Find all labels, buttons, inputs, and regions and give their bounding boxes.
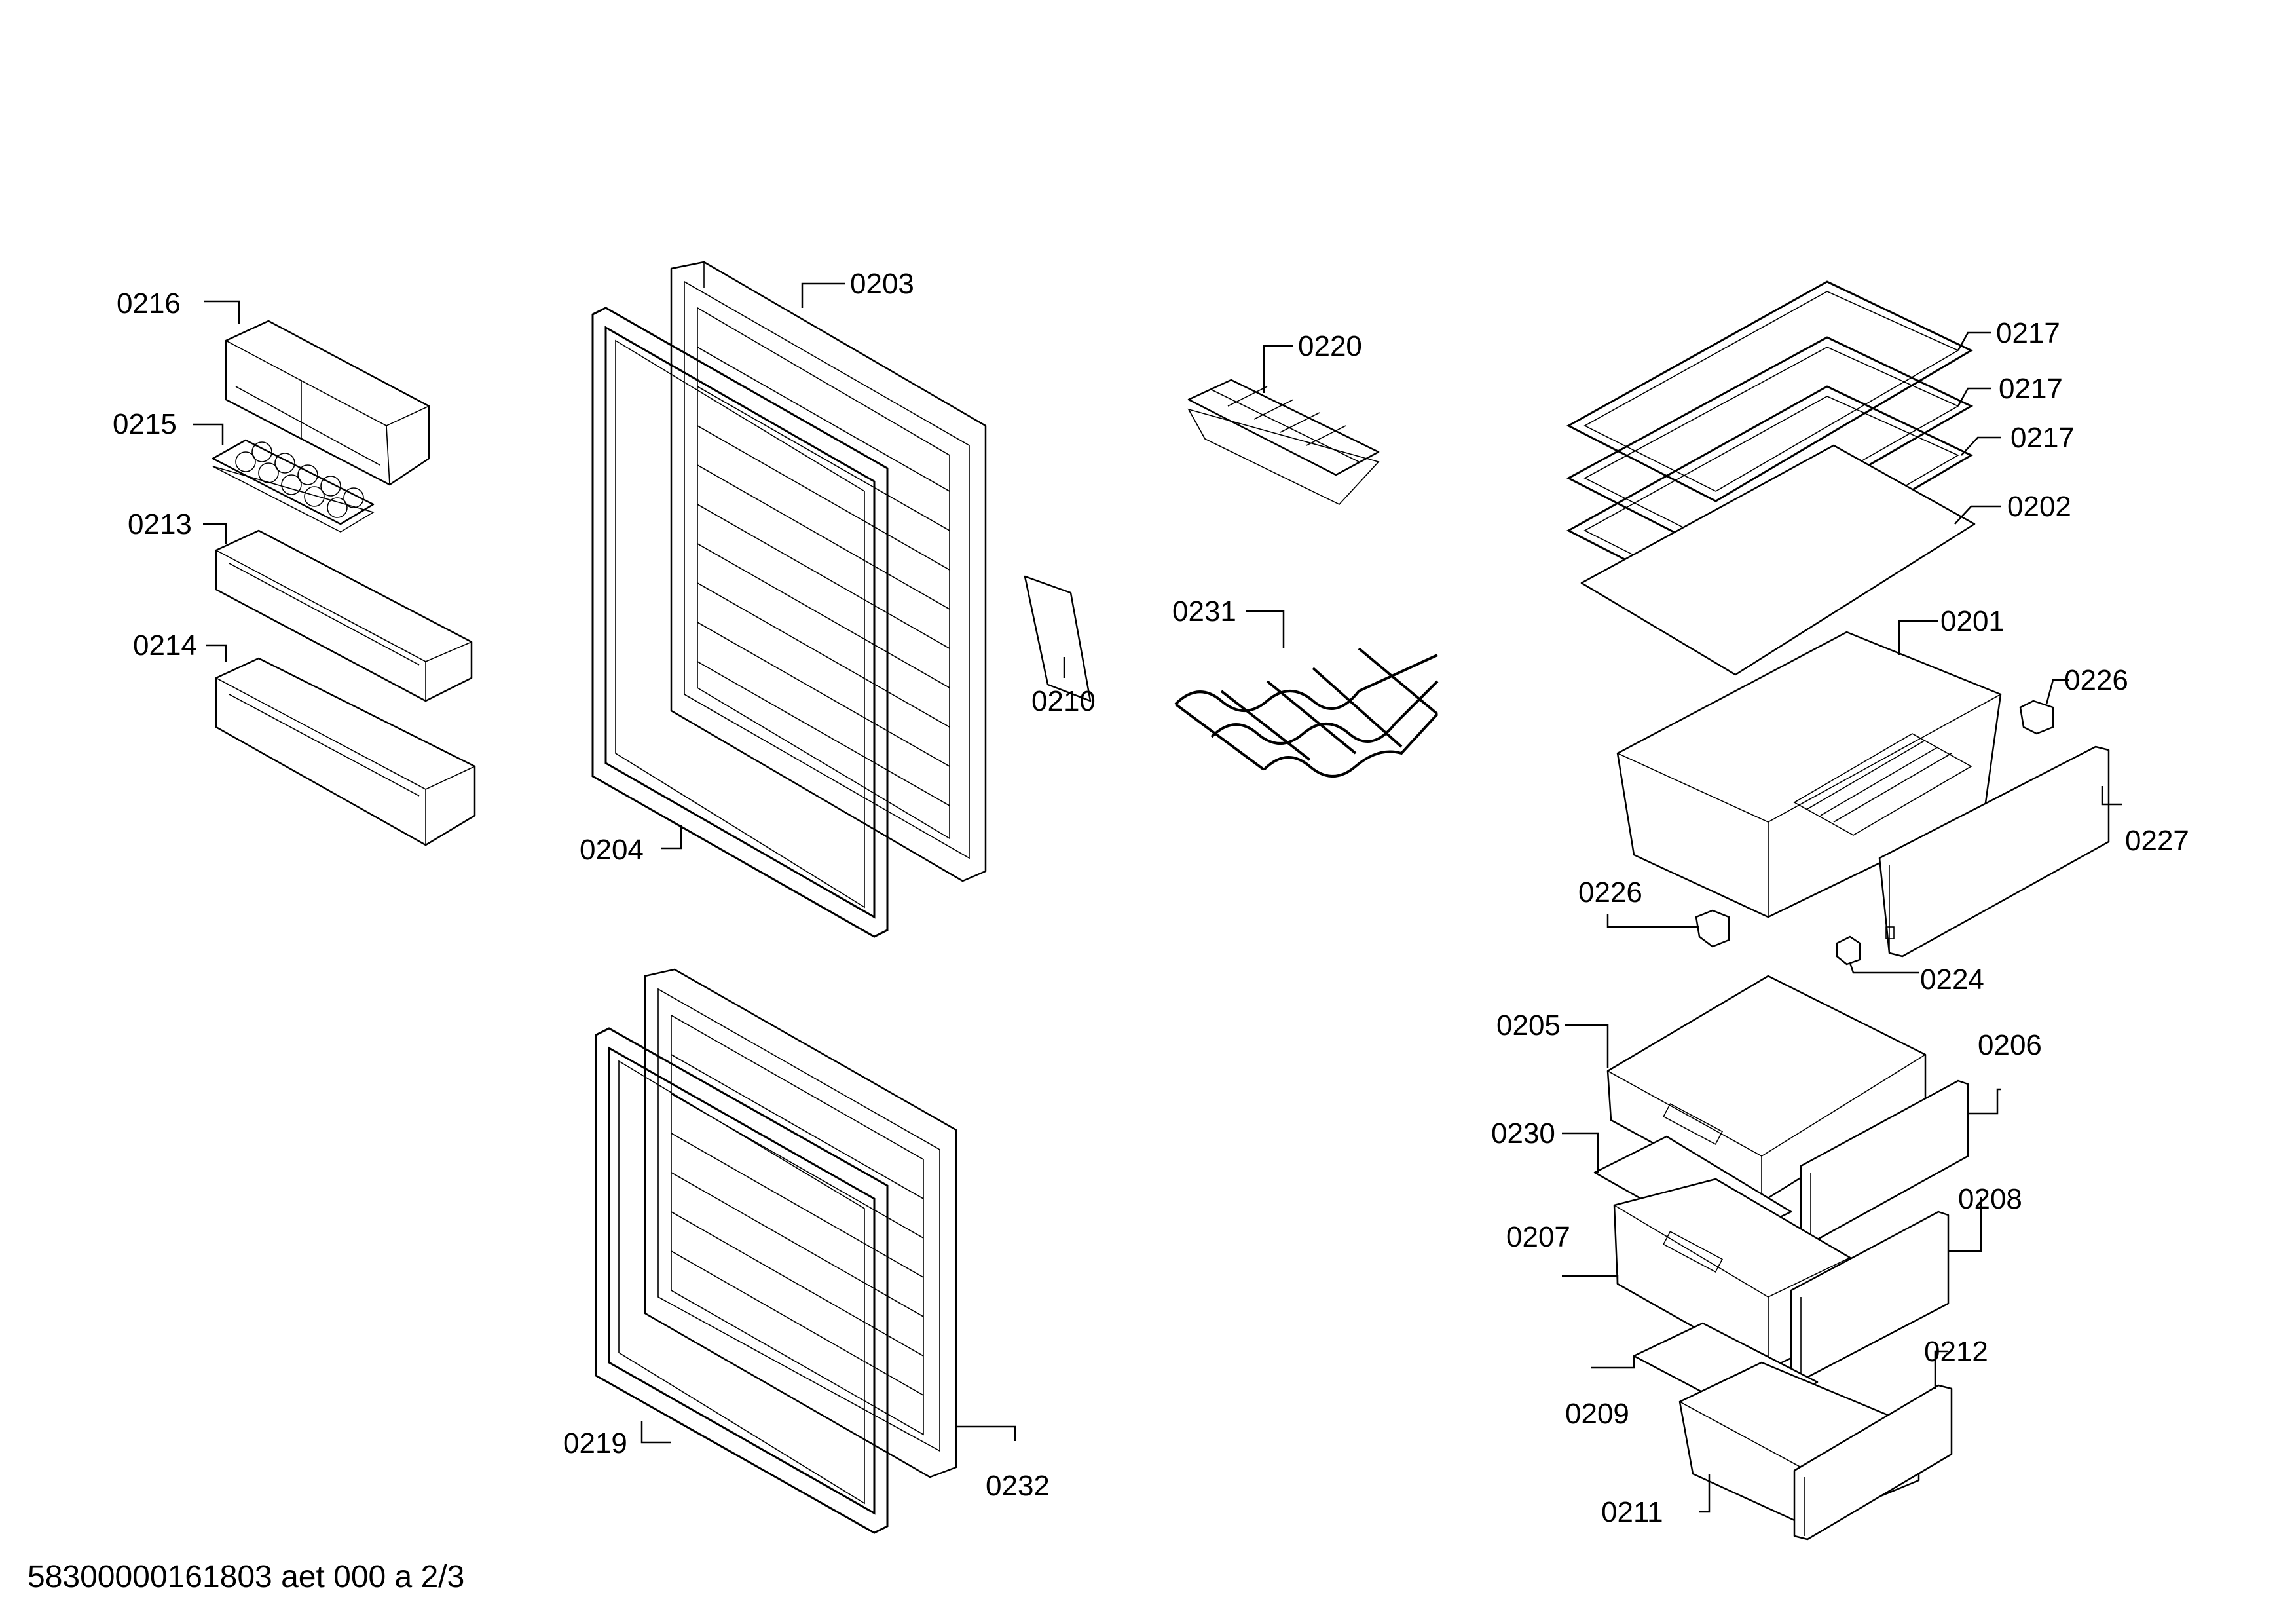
part-0202-glass-plate — [1580, 444, 1976, 676]
label-0217-1: 0217 — [1996, 317, 2060, 349]
label-0210: 0210 — [1031, 685, 1096, 717]
label-0209: 0209 — [1565, 1398, 1629, 1430]
part-0226-clip-lower — [1695, 909, 1730, 948]
label-0203: 0203 — [850, 268, 914, 300]
part-0231-bottle-rack — [1174, 647, 1439, 778]
part-0210-label-sheet — [1024, 575, 1092, 702]
label-0220: 0220 — [1298, 330, 1362, 362]
document-reference-footer: 58300000161803 aet 000 a 2/3 — [28, 1560, 464, 1594]
label-0232: 0232 — [986, 1470, 1050, 1502]
label-0226-upper: 0226 — [2064, 664, 2128, 696]
label-0216: 0216 — [117, 288, 181, 320]
part-0217-glass-shelf-1 — [1566, 280, 1974, 502]
label-0219: 0219 — [563, 1427, 627, 1459]
part-0220-ice-cube-tray — [1187, 379, 1380, 505]
label-0202: 0202 — [2007, 491, 2071, 523]
label-0226-lower: 0226 — [1578, 876, 1642, 909]
label-0201: 0201 — [1940, 605, 2005, 637]
label-0206: 0206 — [1978, 1029, 2042, 1061]
label-0231: 0231 — [1172, 595, 1236, 628]
label-0224: 0224 — [1920, 964, 1984, 996]
part-0224-clip — [1836, 935, 1861, 966]
label-0230: 0230 — [1491, 1117, 1555, 1150]
part-0203-upper-door — [670, 261, 987, 882]
label-0217-2: 0217 — [1999, 373, 2063, 405]
part-0232-lower-door — [644, 968, 957, 1478]
label-0215: 0215 — [113, 408, 177, 440]
label-0213: 0213 — [128, 508, 192, 540]
part-labels: 0216 0215 0213 0214 0203 0204 0210 0220 … — [113, 268, 2189, 1528]
label-0214: 0214 — [133, 629, 197, 662]
part-0212-drawer-front — [1793, 1384, 1953, 1541]
part-0216-butter-compartment — [225, 320, 430, 486]
part-0227-drawer-front — [1878, 745, 2110, 958]
part-0213-door-shelf — [215, 529, 473, 702]
part-0214-door-shelf — [215, 657, 476, 846]
label-0207: 0207 — [1506, 1221, 1570, 1253]
label-0227: 0227 — [2125, 825, 2189, 857]
leader-lines — [193, 282, 2122, 1513]
part-0204-upper-door-gasket — [591, 307, 889, 938]
label-0212: 0212 — [1924, 1336, 1988, 1368]
label-0205: 0205 — [1496, 1009, 1561, 1042]
part-0215-egg-tray — [212, 439, 375, 533]
label-0204: 0204 — [580, 834, 644, 866]
label-0217-3: 0217 — [2010, 422, 2075, 454]
label-0211: 0211 — [1601, 1496, 1663, 1528]
part-0219-lower-door-gasket — [595, 1027, 889, 1534]
part-0226-clip-upper — [2019, 700, 2054, 735]
label-0208: 0208 — [1958, 1183, 2022, 1215]
